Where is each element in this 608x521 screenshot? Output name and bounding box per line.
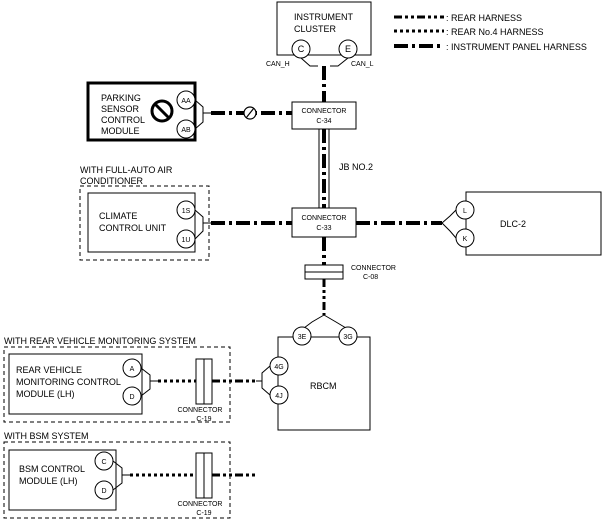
pin-bsm-c-label: C — [101, 459, 106, 466]
pin-4g-label: 4G — [274, 364, 283, 371]
connector-c33-label-line1: CONNECTOR — [302, 215, 347, 222]
parking-sensor-label-line2: SENSOR — [101, 104, 140, 114]
legend-rear-harness-label: : REAR HARNESS — [446, 13, 522, 23]
connector-c34-box — [291, 101, 357, 130]
rear-monitor-group: WITH REAR VEHICLE MONITORING SYSTEM REAR… — [3, 336, 231, 423]
connector-c19-a: CONNECTOR C-19 — [178, 358, 223, 423]
rbcm-3g-wire — [323, 314, 347, 329]
rear-monitor-label-line3: MODULE (LH) — [16, 389, 75, 399]
parking-sensor-label-line1: PARKING — [101, 93, 141, 103]
climate-unit-label-line2: CONTROL UNIT — [99, 223, 167, 233]
rbcm-4j-wire — [261, 381, 271, 396]
legend-instrument-panel-harness-label: : INSTRUMENT PANEL HARNESS — [446, 42, 587, 52]
bsm-label-line2: MODULE (LH) — [19, 476, 78, 486]
pin-aa-label: AA — [181, 98, 191, 105]
parking-aa-wire — [194, 99, 211, 114]
climate-1s-wire — [194, 209, 211, 224]
connector-c19-b: CONNECTOR C-19 — [178, 452, 223, 517]
connector-c19-a-label-line2: C-19 — [196, 416, 211, 423]
dlc-2: DLC-2 L K — [455, 191, 602, 256]
pin-3e-circle — [292, 326, 312, 346]
pin-c-label: C — [298, 44, 305, 54]
connector-c33-label-line2: C-33 — [316, 225, 331, 232]
pin-1u-label: 1U — [182, 237, 191, 244]
instrument-cluster-label-line2: CLUSTER — [294, 24, 337, 34]
climate-unit-label-line1: CLIMATE — [99, 211, 137, 221]
pin-l-label: L — [463, 208, 467, 215]
cross-circle-icon — [243, 106, 257, 120]
connector-c08-label-line2: C-08 — [363, 274, 378, 281]
pin-a-label: A — [130, 366, 135, 373]
rear-monitor-module-box — [8, 353, 143, 415]
bsm-group: WITH BSM SYSTEM BSM CONTROL MODULE (LH) … — [3, 431, 231, 519]
prohibition-icon — [150, 99, 174, 123]
rbcm-4g-wire — [256, 365, 271, 382]
connector-c08: CONNECTOR C-08 — [304, 264, 396, 281]
bsm-c-wire — [112, 460, 130, 476]
rear-monitor-group-label: WITH REAR VEHICLE MONITORING SYSTEM — [4, 336, 196, 346]
parking-ab-wire — [194, 113, 204, 130]
pin-3e-label: 3E — [298, 334, 307, 341]
pin-ab-label: AB — [181, 127, 191, 134]
can-l-wire — [330, 57, 349, 67]
connector-c34-label-line2: C-34 — [316, 118, 331, 125]
pin-e-label: E — [345, 44, 351, 54]
connector-c34: CONNECTOR C-34 — [291, 66, 357, 130]
parking-sensor-label-line4: MODULE — [101, 126, 140, 136]
bsm-group-frame — [3, 441, 231, 519]
dlc-k-wire — [441, 222, 457, 239]
dlc-l-wire — [441, 209, 457, 224]
parking-sensor-module: PARKING SENSOR CONTROL MODULE AA AB — [86, 81, 197, 142]
rbcm-box — [277, 336, 371, 431]
connector-c19-b-label-line2: C-19 — [196, 510, 211, 517]
pin-k-label: K — [463, 236, 468, 243]
pin-k-circle — [455, 228, 475, 248]
rbcm-label: RBCM — [310, 381, 337, 391]
rbcm-3e-wire — [303, 314, 325, 329]
connector-c19-b-label-line1: CONNECTOR — [178, 501, 223, 508]
full-auto-ac-group: WITH FULL-AUTO AIR CONDITIONER CLIMATE C… — [79, 165, 210, 261]
connector-c33: CONNECTOR C-33 — [291, 207, 357, 238]
rear-monitor-d-wire — [140, 381, 151, 397]
pin-3g-circle — [338, 326, 358, 346]
pin-3g-label: 3G — [343, 334, 352, 341]
pin-d-label: D — [129, 394, 134, 401]
can-h-label: CAN_H — [266, 61, 290, 68]
legend-rear-no4-harness-label: : REAR No.4 HARNESS — [446, 27, 544, 37]
connector-c34-label-line1: CONNECTOR — [302, 108, 347, 115]
connector-c33-box — [291, 207, 357, 238]
climate-1u-wire — [194, 223, 204, 240]
pin-l-circle — [455, 200, 475, 220]
can-h-wire — [300, 57, 318, 67]
parking-sensor-label-line3: CONTROL — [101, 115, 145, 125]
instrument-cluster-label-line1: INSTRUMENT — [294, 12, 353, 22]
bsm-d-wire — [112, 475, 123, 491]
rear-monitor-a-wire — [140, 367, 158, 382]
bsm-group-label: WITH BSM SYSTEM — [4, 431, 89, 441]
jb-no2-label: JB NO.2 — [339, 162, 373, 172]
dlc-2-label: DLC-2 — [500, 219, 526, 229]
jb-no2: JB NO.2 — [318, 129, 373, 208]
rbcm: RBCM 3E 3G 4G 4J — [269, 326, 371, 431]
pin-bsm-d-label: D — [101, 488, 106, 495]
bsm-label-line1: BSM CONTROL — [19, 464, 85, 474]
connector-c19-a-label-line1: CONNECTOR — [178, 407, 223, 414]
can-l-label: CAN_L — [351, 61, 374, 68]
rear-monitor-label-line2: MONITORING CONTROL — [16, 377, 121, 387]
rear-monitor-group-frame — [3, 346, 231, 423]
full-auto-group-label-line1: WITH FULL-AUTO AIR — [80, 165, 173, 175]
rear-monitor-label-line1: REAR VEHICLE — [16, 365, 82, 375]
full-auto-group-frame — [79, 185, 210, 261]
connector-c08-label-line1: CONNECTOR — [351, 265, 396, 272]
dlc-2-box — [465, 191, 602, 256]
full-auto-group-label-line2: CONDITIONER — [80, 176, 144, 186]
pin-4j-label: 4J — [275, 393, 282, 400]
legend: : REAR HARNESS : REAR No.4 HARNESS : INS… — [394, 13, 587, 52]
instrument-cluster: INSTRUMENT CLUSTER C E CAN_H CAN_L — [266, 1, 374, 68]
pin-1s-label: 1S — [182, 208, 191, 215]
